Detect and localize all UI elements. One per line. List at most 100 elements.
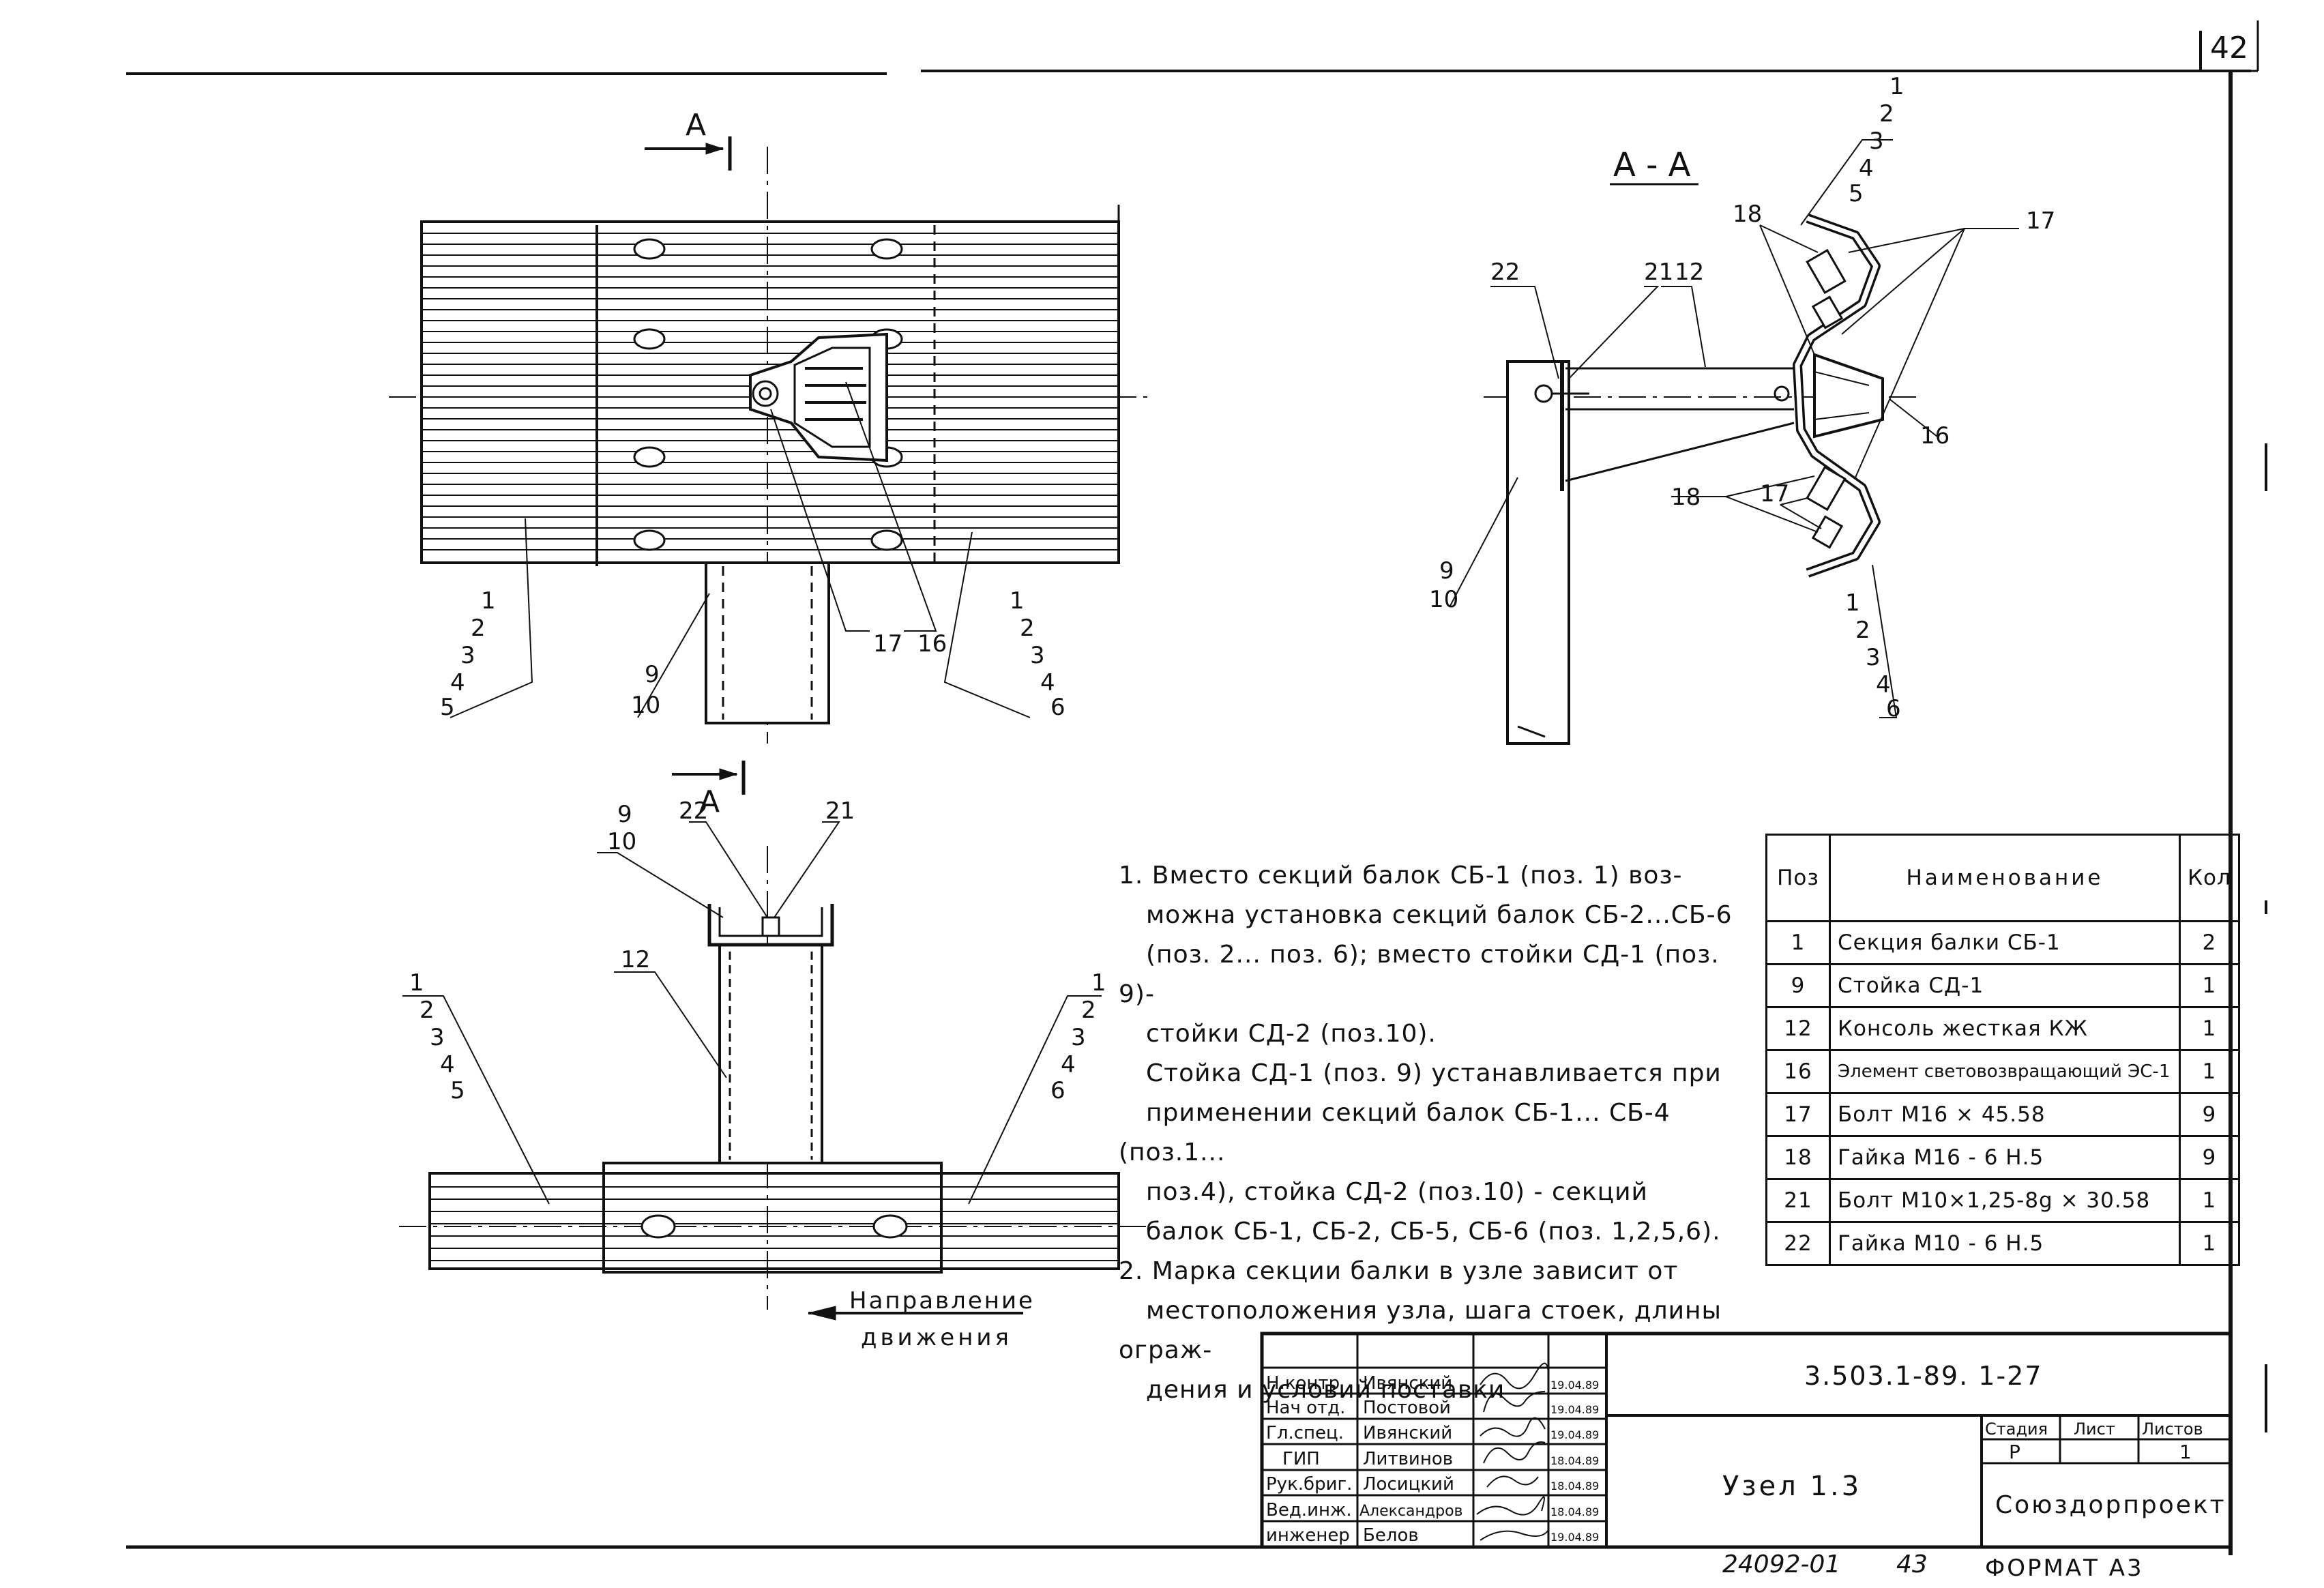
title-block bbox=[1260, 1332, 2233, 1549]
name-3: Ивянский bbox=[1363, 1423, 1452, 1443]
callout-stack-1-5-1: 1 bbox=[481, 587, 496, 615]
plan-callout-left-2: 2 bbox=[420, 997, 435, 1024]
date-3: 19.04.89 bbox=[1550, 1428, 1599, 1441]
spec-pos: 16 bbox=[1765, 1049, 1831, 1094]
name-4: Литвинов bbox=[1363, 1449, 1453, 1469]
plan-callout-right-4: 4 bbox=[1061, 1051, 1076, 1078]
sheets-value: 1 bbox=[2179, 1441, 2192, 1463]
organization: Союздорпроект bbox=[1995, 1491, 2226, 1519]
spec-qty: 1 bbox=[2179, 1178, 2240, 1223]
spec-header-pos: Поз bbox=[1765, 834, 1831, 922]
spec-qty: 1 bbox=[2179, 1049, 2240, 1094]
table-row: 1 Секция балки СБ-1 2 bbox=[1765, 920, 2240, 965]
plan-callout-right-3: 3 bbox=[1071, 1024, 1086, 1051]
sheet-number: 42 bbox=[2210, 31, 2248, 65]
callout-17: 17 bbox=[873, 630, 902, 658]
spec-name: Элемент световозвращающий ЭС-1 bbox=[1829, 1049, 2181, 1094]
section-callout-bottom-3: 3 bbox=[1866, 644, 1881, 671]
spec-qty: 2 bbox=[2179, 920, 2240, 965]
footer-archive-number: 24092-01 bbox=[1722, 1550, 1840, 1578]
callout-16: 16 bbox=[917, 630, 947, 658]
plan-callout-left-3: 3 bbox=[430, 1024, 445, 1051]
section-callout-top-1: 1 bbox=[1889, 73, 1904, 100]
spec-pos: 21 bbox=[1765, 1178, 1831, 1223]
spec-pos: 1 bbox=[1765, 920, 1831, 965]
spec-qty: 9 bbox=[2179, 1092, 2240, 1137]
section-callout-bottom-1: 1 bbox=[1845, 589, 1860, 617]
stage-value: Р bbox=[2009, 1441, 2020, 1463]
role-4: ГИП bbox=[1282, 1449, 1320, 1469]
spec-header-qty: Кол bbox=[2179, 834, 2240, 922]
section-marker-top: А bbox=[686, 108, 706, 143]
section-callout-9: 9 bbox=[1439, 557, 1454, 585]
spec-pos: 9 bbox=[1765, 963, 1831, 1008]
role-7: инженер bbox=[1266, 1525, 1350, 1546]
notes: 1. Вместо секций балок СБ-1 (поз. 1) воз… bbox=[1119, 856, 1733, 1410]
table-row: 16 Элемент световозвращающий ЭС-1 1 bbox=[1765, 1049, 2240, 1094]
section-callout-bottom-6: 6 bbox=[1886, 695, 1901, 722]
note-line-6: применении секций балок СБ-1... СБ-4 (по… bbox=[1119, 1099, 1671, 1166]
plan-view bbox=[399, 821, 1146, 1321]
callout-stack-1-6-1: 1 bbox=[1010, 587, 1025, 615]
callout-stack-1-6-2: 2 bbox=[1020, 615, 1035, 642]
date-2: 19.04.89 bbox=[1550, 1403, 1599, 1416]
section-callout-17-top: 17 bbox=[2026, 207, 2055, 235]
plan-callout-left-1: 1 bbox=[409, 969, 424, 997]
name-1: Ивянский bbox=[1363, 1373, 1452, 1394]
table-row: 12 Консоль жесткая КЖ 1 bbox=[1765, 1006, 2240, 1051]
date-6: 18.04.89 bbox=[1550, 1505, 1599, 1518]
date-1: 19.04.89 bbox=[1550, 1379, 1599, 1392]
front-view bbox=[389, 136, 1153, 795]
doc-code: 3.503.1-89. 1-27 bbox=[1804, 1361, 2043, 1391]
spec-qty: 1 bbox=[2179, 963, 2240, 1008]
table-row: 18 Гайка М16 - 6 Н.5 9 bbox=[1765, 1135, 2240, 1180]
plan-view-callouts: 9 10 22 21 12 1 2 3 4 5 1 2 3 4 6 bbox=[409, 797, 1106, 1104]
plan-callout-right-1: 1 bbox=[1091, 969, 1106, 997]
callout-stack-1-6-4: 4 bbox=[1040, 669, 1055, 696]
plan-callout-left-5: 5 bbox=[450, 1077, 465, 1104]
note-line-3: (поз. 2... поз. 6); вместо стойки СД-1 (… bbox=[1119, 941, 1720, 1008]
plan-callout-right-2: 2 bbox=[1081, 997, 1096, 1024]
spec-pos: 12 bbox=[1765, 1006, 1831, 1051]
specification-table: Поз Наименование Кол 1 Секция балки СБ-1… bbox=[1765, 834, 2240, 1266]
date-7: 19.04.89 bbox=[1550, 1531, 1599, 1544]
spec-name: Гайка М10 - 6 Н.5 bbox=[1829, 1221, 2181, 1266]
section-title: А - А bbox=[1613, 146, 1691, 184]
section-callout-12: 12 bbox=[1675, 259, 1704, 286]
role-5: Рук.бриг. bbox=[1266, 1474, 1352, 1495]
spec-qty: 1 bbox=[2179, 1221, 2240, 1266]
plan-callout-10: 10 bbox=[607, 828, 636, 855]
sheet-label: Лист bbox=[2074, 1420, 2115, 1439]
table-row: 22 Гайка М10 - 6 Н.5 1 bbox=[1765, 1221, 2240, 1266]
spec-header-row: Поз Наименование Кол bbox=[1765, 834, 2240, 922]
section-callout-18-top: 18 bbox=[1733, 201, 1762, 228]
spec-name: Секция балки СБ-1 bbox=[1829, 920, 2181, 965]
section-callout-18-bottom: 18 bbox=[1671, 484, 1701, 511]
spec-name: Консоль жесткая КЖ bbox=[1829, 1006, 2181, 1051]
callout-stack-1-5-3: 3 bbox=[460, 642, 475, 669]
spec-qty: 9 bbox=[2179, 1135, 2240, 1180]
section-view bbox=[1449, 139, 2019, 745]
title-block-roles: Н.контр Ивянский 19.04.89 Нач отд. Посто… bbox=[1266, 1373, 1599, 1546]
section-marker-bottom: А bbox=[699, 784, 720, 819]
footer-page-number: 43 bbox=[1896, 1550, 1928, 1578]
spec-pos: 22 bbox=[1765, 1221, 1831, 1266]
section-callout-17-bottom: 17 bbox=[1760, 480, 1789, 508]
stage-label: Стадия bbox=[1985, 1420, 2048, 1439]
plan-callout-9: 9 bbox=[617, 801, 632, 828]
section-callout-bottom-4: 4 bbox=[1876, 671, 1891, 699]
section-callout-top-4: 4 bbox=[1859, 155, 1874, 182]
section-callout-bottom-2: 2 bbox=[1855, 617, 1870, 644]
spec-name: Стойка СД-1 bbox=[1829, 963, 2181, 1008]
plan-callout-22: 22 bbox=[679, 797, 708, 825]
role-6: Вед.инж. bbox=[1266, 1500, 1352, 1520]
section-callout-21: 21 bbox=[1644, 259, 1673, 286]
callout-10: 10 bbox=[631, 692, 660, 719]
table-row: 9 Стойка СД-1 1 bbox=[1765, 963, 2240, 1008]
table-row: 17 Болт М16 × 45.58 9 bbox=[1765, 1092, 2240, 1137]
front-view-callouts: 1 2 3 4 5 1 2 3 4 6 9 10 17 16 bbox=[440, 587, 1065, 721]
signatures bbox=[1476, 1362, 1549, 1541]
note-line-7: поз.4), стойка СД-2 (поз.10) - секций bbox=[1146, 1178, 1648, 1206]
role-2: Нач отд. bbox=[1266, 1398, 1345, 1418]
spec-name: Болт М10×1,25-8g × 30.58 bbox=[1829, 1178, 2181, 1223]
